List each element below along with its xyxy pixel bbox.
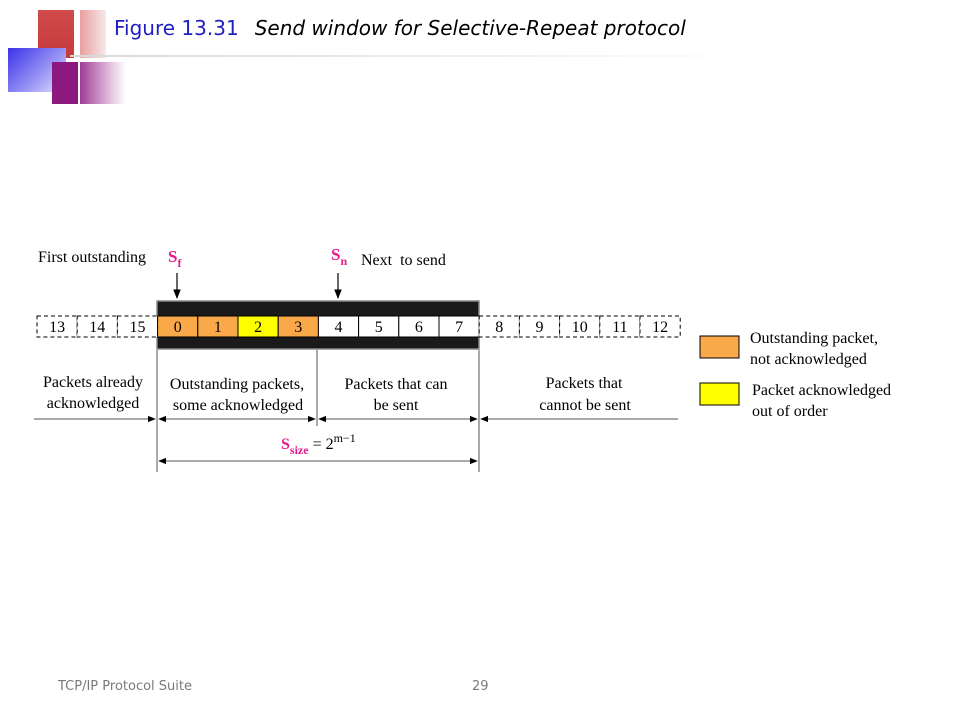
legend-swatch-acked-out-of-order [699, 382, 740, 406]
region-outstanding-line-1: Outstanding packets, [170, 376, 304, 393]
packet-number: 1 [214, 319, 222, 336]
region-labels: Packets already acknowledged Outstanding… [43, 374, 631, 414]
packet-cell: 0 [157, 315, 199, 338]
packet-cell: 3 [277, 315, 319, 338]
packet-number: 8 [495, 319, 503, 336]
region-acked-line-1: Packets already [43, 374, 143, 391]
packet-number: 11 [612, 319, 627, 336]
packet-number: 9 [536, 319, 544, 336]
packet-cell: 12 [639, 315, 681, 338]
packet-cell: 1 [197, 315, 239, 338]
ssize-label: Ssize = 2m−1 [281, 431, 356, 457]
packet-number: 7 [455, 319, 463, 336]
footer-title: TCP/IP Protocol Suite [58, 679, 192, 694]
packet-cell: 2 [237, 315, 279, 338]
region-can-send-line-1: Packets that can [344, 376, 447, 393]
packet-number: 6 [415, 319, 423, 336]
packet-cell: 15 [116, 315, 159, 338]
packet-cell: 10 [559, 315, 601, 338]
packet-number: 14 [89, 319, 105, 336]
packet-cell: 6 [398, 315, 440, 338]
legend-swatch-outstanding [699, 335, 740, 359]
packet-box [76, 315, 118, 338]
packet-cell: 5 [358, 315, 400, 338]
packet-number: 5 [375, 319, 383, 336]
deco-purple-block [52, 62, 78, 104]
packet-number: 3 [294, 319, 302, 336]
packet-cell: 4 [317, 315, 360, 338]
legend-acked-line-2: out of order [752, 403, 828, 420]
sn-description: Next to send [361, 252, 446, 269]
figure-caption: Send window for Selective-Repeat protoco… [254, 16, 686, 40]
packet-number: 13 [49, 319, 65, 336]
legend-outstanding-line-2: not acknowledged [750, 351, 867, 368]
legend-acked-line-1: Packet acknowledged [752, 382, 891, 399]
region-can-send-line-2: be sent [374, 397, 419, 414]
region-dividers [156, 350, 480, 472]
packet-cell: 13 [36, 315, 78, 338]
title-underline [70, 55, 770, 57]
figure-number: Figure 13.31 [114, 16, 239, 40]
packet-cell: 8 [478, 315, 520, 338]
packet-number: 10 [572, 319, 588, 336]
sf-description: First outstanding [38, 249, 146, 266]
legend: Outstanding packet, not acknowledged Pac… [699, 330, 891, 420]
region-outstanding-line-2: some acknowledged [173, 397, 303, 414]
packet-number: 15 [130, 319, 146, 336]
region-arrows [34, 415, 678, 465]
packet-number: 4 [335, 319, 343, 336]
packet-number: 0 [174, 319, 182, 336]
region-cannot-send-line-2: cannot be sent [539, 397, 631, 414]
sf-pointer: First outstanding Sf [38, 247, 182, 299]
legend-outstanding-line-1: Outstanding packet, [750, 330, 878, 347]
deco-magenta-block [80, 62, 126, 104]
packet-number: 12 [652, 319, 668, 336]
packet-cell: 9 [518, 315, 561, 338]
sn-pointer: Sn Next to send [331, 245, 446, 299]
packet-cell: 14 [76, 315, 118, 338]
page-number: 29 [472, 679, 489, 694]
sf-label: Sf [168, 247, 182, 270]
region-acked-line-2: acknowledged [47, 395, 139, 412]
deco-pink-block [80, 10, 106, 58]
region-cannot-send-line-1: Packets that [546, 375, 623, 392]
packet-cell: 11 [599, 315, 641, 338]
slide-title: Figure 13.31 Send window for Selective-Re… [114, 16, 686, 40]
sn-label: Sn [331, 245, 347, 268]
packet-number: 2 [254, 319, 262, 336]
packet-box [639, 315, 681, 338]
packet-cell: 7 [438, 315, 480, 338]
